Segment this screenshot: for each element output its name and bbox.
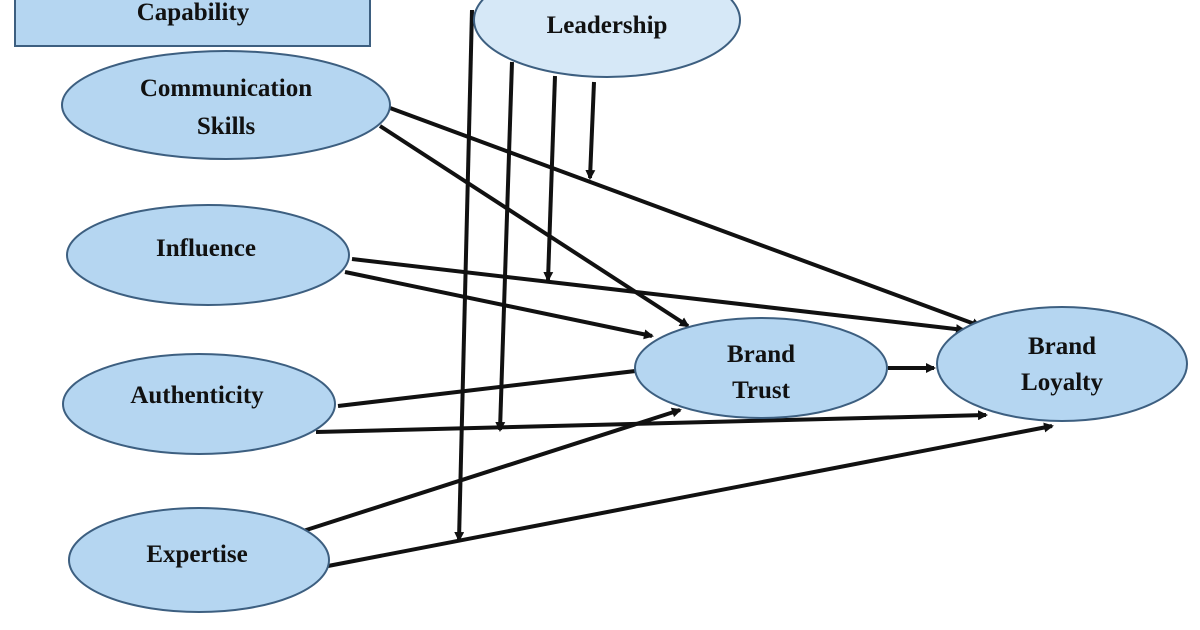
brand-trust-label-line1: Brand bbox=[727, 341, 795, 368]
brand-loyalty-ellipse bbox=[936, 306, 1188, 422]
communication-skills-label-line2: Skills bbox=[197, 113, 256, 140]
leadership-ellipse bbox=[473, 0, 741, 78]
communication-skills-ellipse bbox=[61, 50, 391, 160]
expertise-ellipse bbox=[68, 507, 330, 613]
brand-trust-label-line2: Trust bbox=[732, 377, 791, 404]
communication-skills-label-line1: Communication bbox=[140, 75, 312, 102]
moderation-leadership-to-expertise-path bbox=[454, 9, 474, 542]
node-communication-skills: Communication Skills bbox=[61, 50, 391, 160]
capability-box bbox=[14, 0, 371, 47]
edge-communication-to-brand-trust bbox=[378, 124, 690, 328]
authenticity-ellipse bbox=[62, 353, 336, 455]
node-authenticity: Authenticity bbox=[62, 353, 336, 455]
node-capability: Capability bbox=[14, 0, 371, 47]
node-leadership: Leadership bbox=[473, 0, 741, 78]
edge-influence-to-brand-loyalty bbox=[351, 257, 966, 335]
node-influence: Influence bbox=[66, 204, 350, 306]
moderation-leadership-to-authenticity-path bbox=[495, 61, 514, 432]
edge-authenticity-to-brand-loyalty bbox=[315, 410, 988, 434]
authenticity-label: Authenticity bbox=[130, 382, 264, 409]
node-brand-trust: Brand Trust bbox=[634, 317, 888, 419]
capability-label: Capability bbox=[137, 0, 250, 26]
moderation-leadership-to-influence-path bbox=[543, 75, 557, 282]
brand-loyalty-label-line1: Brand bbox=[1028, 333, 1096, 360]
edge-expertise-to-brand-loyalty bbox=[327, 422, 1054, 568]
moderation-leadership-to-communication-path bbox=[585, 81, 596, 180]
edge-communication-to-brand-loyalty bbox=[389, 106, 982, 328]
node-expertise: Expertise bbox=[68, 507, 330, 613]
node-brand-loyalty: Brand Loyalty bbox=[936, 306, 1188, 422]
expertise-label: Expertise bbox=[146, 541, 247, 568]
brand-loyalty-label-line2: Loyalty bbox=[1021, 369, 1103, 396]
leadership-label: Leadership bbox=[547, 12, 668, 39]
edges bbox=[299, 9, 1054, 568]
edge-expertise-to-brand-trust bbox=[299, 407, 682, 534]
brand-trust-ellipse bbox=[634, 317, 888, 419]
edge-authenticity-to-brand-trust bbox=[337, 365, 646, 408]
edge-influence-to-brand-trust bbox=[344, 270, 654, 340]
influence-label: Influence bbox=[156, 235, 256, 262]
influence-ellipse bbox=[66, 204, 350, 306]
